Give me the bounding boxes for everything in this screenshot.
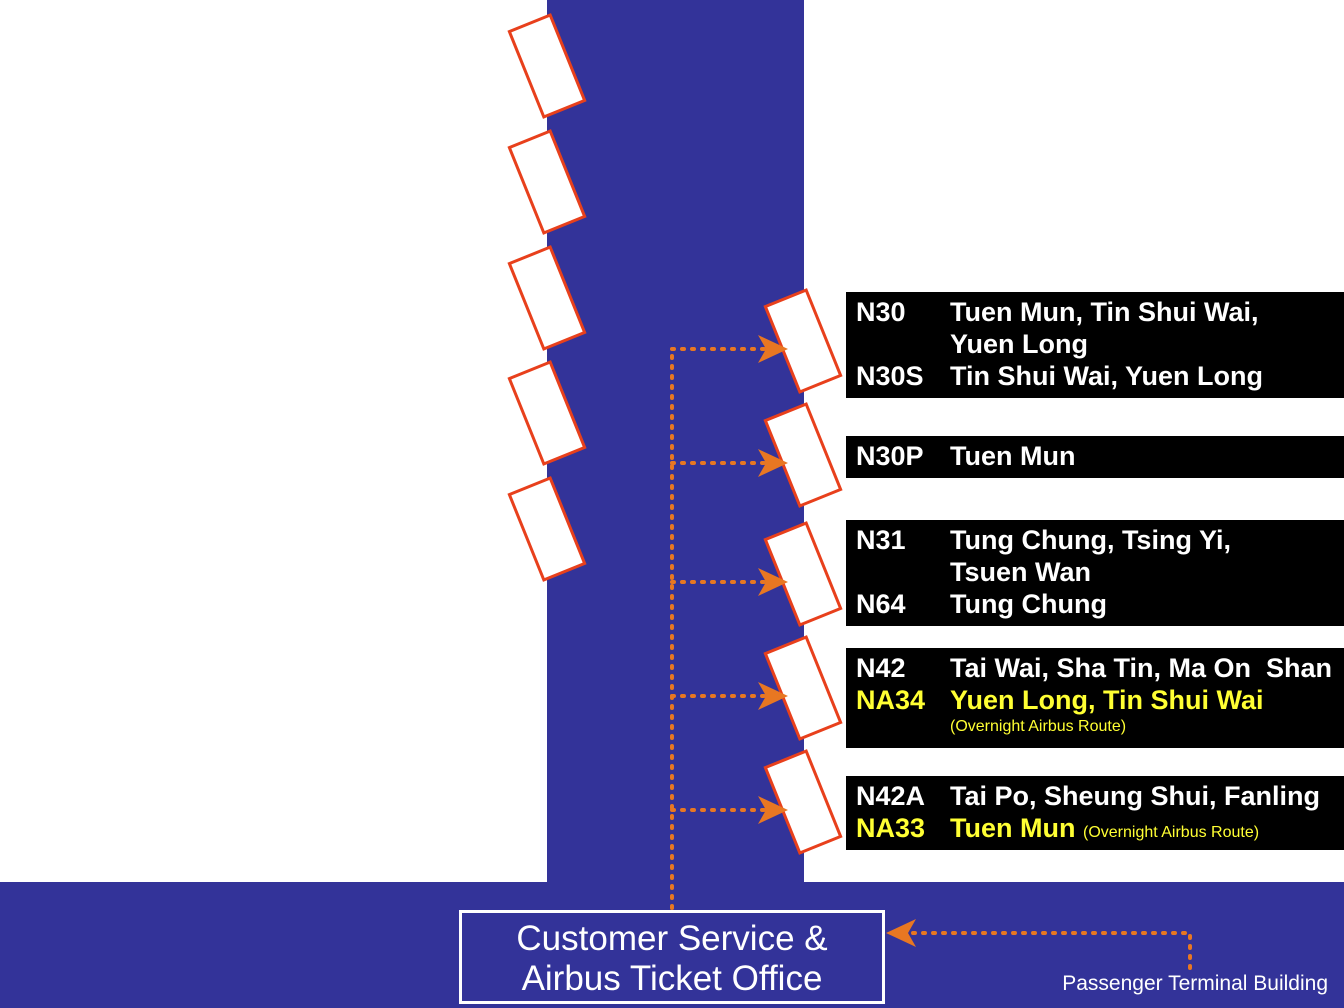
route-code: N31 — [856, 525, 906, 555]
route-board: N30P Tuen Mun — [846, 436, 1344, 478]
route-destination: Tuen Mun (Overnight Airbus Route) — [950, 812, 1259, 849]
route-destination: Tai Po, Sheung Shui, Fanling — [950, 781, 1320, 811]
bus-bay-icon — [507, 360, 587, 466]
route-board: N42 Tai Wai, Sha Tin, Ma On Shan NA34 Yu… — [846, 648, 1344, 748]
route-code: N64 — [856, 589, 906, 619]
arrow-right-icon — [758, 449, 788, 477]
bus-bay-icon — [507, 476, 587, 582]
bus-bay-icon — [763, 521, 843, 627]
route-destination: Yuen Long, Tin Shui Wai — [950, 685, 1264, 715]
route-destination: Tin Shui Wai, Yuen Long — [950, 361, 1264, 391]
route-destination: Tung Chung — [950, 589, 1107, 619]
route-row: NA34 Yuen Long, Tin Shui Wai — [856, 684, 1344, 716]
route-row: N64 Tung Chung — [856, 588, 1344, 620]
route-code — [856, 328, 950, 360]
route-code: NA33 — [856, 813, 926, 843]
route-row: Tsuen Wan — [856, 556, 1344, 588]
bus-bay-icon — [507, 129, 587, 235]
arrow-right-icon — [758, 335, 788, 363]
bus-bay-icon — [763, 288, 843, 394]
route-row: Yuen Long — [856, 328, 1344, 360]
route-code: N30S — [856, 361, 924, 391]
ticket-office-label-line2: Airbus Ticket Office — [521, 959, 823, 998]
route-board: N30 Tuen Mun, Tin Shui Wai, Yuen Long N3… — [846, 292, 1344, 398]
route-board: N31 Tung Chung, Tsing Yi, Tsuen Wan N64 … — [846, 520, 1344, 626]
ticket-office-box: Customer Service & Airbus Ticket Office — [459, 910, 885, 1004]
arrow-left-icon — [886, 919, 916, 947]
route-destination: Tai Wai, Sha Tin, Ma On Shan — [950, 653, 1333, 683]
route-row: NA33 Tuen Mun (Overnight Airbus Route) — [856, 812, 1344, 849]
route-row: N31 Tung Chung, Tsing Yi, — [856, 524, 1344, 556]
arrow-right-icon — [758, 796, 788, 824]
arrow-right-icon — [758, 568, 788, 596]
route-destination: Tuen Mun — [950, 441, 1076, 471]
route-destination: Tuen Mun, Tin Shui Wai, — [950, 297, 1259, 327]
bus-bay-icon — [763, 749, 843, 855]
route-board: N42A Tai Po, Sheung Shui, Fanling NA33 T… — [846, 776, 1344, 850]
route-code: N42A — [856, 781, 926, 811]
bus-bay-icon — [763, 635, 843, 741]
bus-bay-icon — [507, 245, 587, 351]
overnight-airbus-note: (Overnight Airbus Route) — [950, 718, 1127, 735]
bus-station-road-vertical — [547, 0, 804, 882]
route-destination: Tsuen Wan — [950, 557, 1091, 587]
route-code: N30P — [856, 441, 924, 471]
route-code: NA34 — [856, 685, 926, 715]
walking-path — [670, 347, 1192, 970]
arrow-right-icon — [758, 682, 788, 710]
bus-bay-icon — [507, 13, 587, 119]
route-code: N30 — [856, 297, 906, 327]
route-row: N42A Tai Po, Sheung Shui, Fanling — [856, 780, 1344, 812]
overnight-airbus-note: (Overnight Airbus Route) — [1082, 824, 1260, 841]
route-destination: Tung Chung, Tsing Yi, — [950, 525, 1231, 555]
route-row: N30P Tuen Mun — [856, 440, 1344, 472]
route-code — [856, 556, 950, 588]
terminal-building-label: Passenger Terminal Building — [1062, 972, 1328, 995]
route-destination: Yuen Long — [950, 329, 1088, 359]
route-code: N42 — [856, 653, 906, 683]
bus-bay-icon — [763, 402, 843, 508]
ticket-office-label-line1: Customer Service & — [516, 919, 828, 958]
route-row: N30S Tin Shui Wai, Yuen Long — [856, 360, 1344, 392]
route-destination-text: Tuen Mun — [950, 813, 1076, 843]
route-row: N42 Tai Wai, Sha Tin, Ma On Shan — [856, 652, 1344, 684]
route-row: N30 Tuen Mun, Tin Shui Wai, — [856, 296, 1344, 328]
